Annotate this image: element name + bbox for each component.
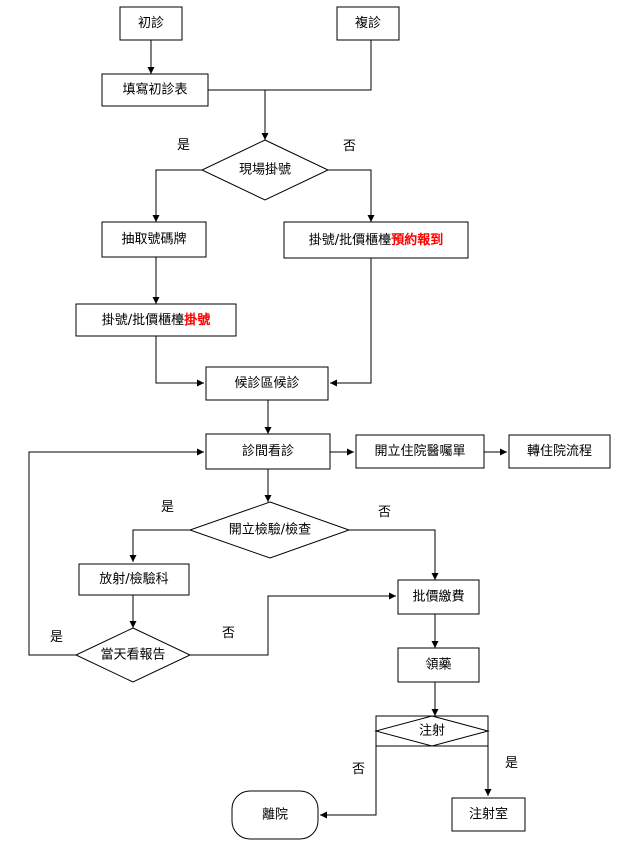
edge-onsite-no: [328, 169, 375, 222]
node-radiology-label: 放射/檢驗科: [99, 571, 168, 587]
label-onsite-no: 否: [343, 139, 356, 154]
edge-test-no: [349, 529, 439, 580]
edge-inject-no: [320, 732, 377, 819]
node-waiting-area-label: 候診區候診: [234, 375, 299, 391]
node-register-counter-label: 掛號/批價櫃檯掛號: [102, 312, 210, 328]
node-transfer-ward-label: 轉住院流程: [527, 444, 592, 459]
label-test-no: 否: [378, 505, 391, 520]
appointment-prefix: 掛號/批價櫃檯: [309, 233, 391, 248]
register-prefix: 掛號/批價櫃檯: [102, 313, 184, 328]
node-same-day-report-label: 當天看報告: [100, 647, 165, 663]
node-pharmacy-label: 領藥: [425, 657, 451, 673]
node-fill-form-label: 填寫初診表: [122, 82, 187, 98]
edge-return-to-form: [208, 40, 372, 91]
node-pharmacy: 領藥: [397, 647, 480, 683]
node-take-number: 抽取號碼牌: [101, 221, 207, 258]
branch-labels: 是 否 是 否 是 否 是 否: [50, 138, 518, 777]
node-first-visit: 初診: [119, 6, 183, 41]
node-fill-form: 填寫初診表: [101, 73, 209, 107]
appointment-highlight: 預約報到: [391, 232, 443, 248]
node-injection-room-label: 注射室: [469, 806, 508, 822]
edge-report-yes: [28, 448, 204, 656]
node-consultation: 診間看診: [205, 433, 331, 470]
node-appointment-checkin: 掛號/批價櫃檯預約報到: [283, 221, 469, 259]
edge-report-no: [190, 592, 396, 656]
connectors: [28, 40, 507, 819]
label-inject-yes: 是: [505, 756, 518, 771]
node-register-counter: 掛號/批價櫃檯掛號: [75, 303, 237, 337]
node-order-test-label: 開立檢驗/檢查: [229, 522, 311, 538]
node-admission-order: 開立住院醫囑單: [355, 434, 485, 469]
node-appointment-checkin-label: 掛號/批價櫃檯預約報到: [309, 232, 443, 248]
node-order-test: 開立檢驗/檢查: [188, 501, 351, 559]
node-injection-label: 注射: [419, 723, 445, 739]
node-discharge: 離院: [231, 790, 319, 840]
node-injection-room: 注射室: [451, 797, 526, 832]
edge-appt-to-wait: [330, 258, 372, 387]
label-test-yes: 是: [161, 500, 174, 515]
label-report-yes: 是: [50, 630, 63, 645]
label-inject-no: 否: [352, 762, 365, 777]
edge-onsite-yes: [152, 169, 202, 222]
label-onsite-yes: 是: [177, 138, 190, 153]
register-highlight: 掛號: [184, 312, 210, 328]
node-return-visit-label: 複診: [355, 15, 381, 31]
label-report-no: 否: [222, 626, 235, 641]
node-return-visit: 複診: [336, 6, 400, 41]
node-onsite-register: 現場掛號: [200, 139, 330, 201]
node-admission-order-label: 開立住院醫囑單: [374, 444, 465, 459]
node-injection: 注射: [374, 715, 490, 747]
edge-test-yes: [129, 529, 190, 562]
node-radiology: 放射/檢驗科: [78, 563, 190, 596]
node-take-number-label: 抽取號碼牌: [121, 231, 186, 247]
node-waiting-area: 候診區候診: [205, 366, 329, 401]
node-discharge-label: 離院: [262, 808, 288, 823]
node-onsite-register-label: 現場掛號: [239, 163, 291, 178]
node-same-day-report: 當天看報告: [74, 627, 192, 683]
edge-reg-to-wait: [155, 336, 204, 387]
node-first-visit-label: 初診: [138, 15, 164, 31]
node-consultation-label: 診間看診: [242, 443, 294, 459]
node-billing-label: 批價繳費: [412, 590, 464, 605]
node-transfer-ward: 轉住院流程: [508, 434, 611, 469]
node-billing: 批價繳費: [397, 579, 480, 615]
